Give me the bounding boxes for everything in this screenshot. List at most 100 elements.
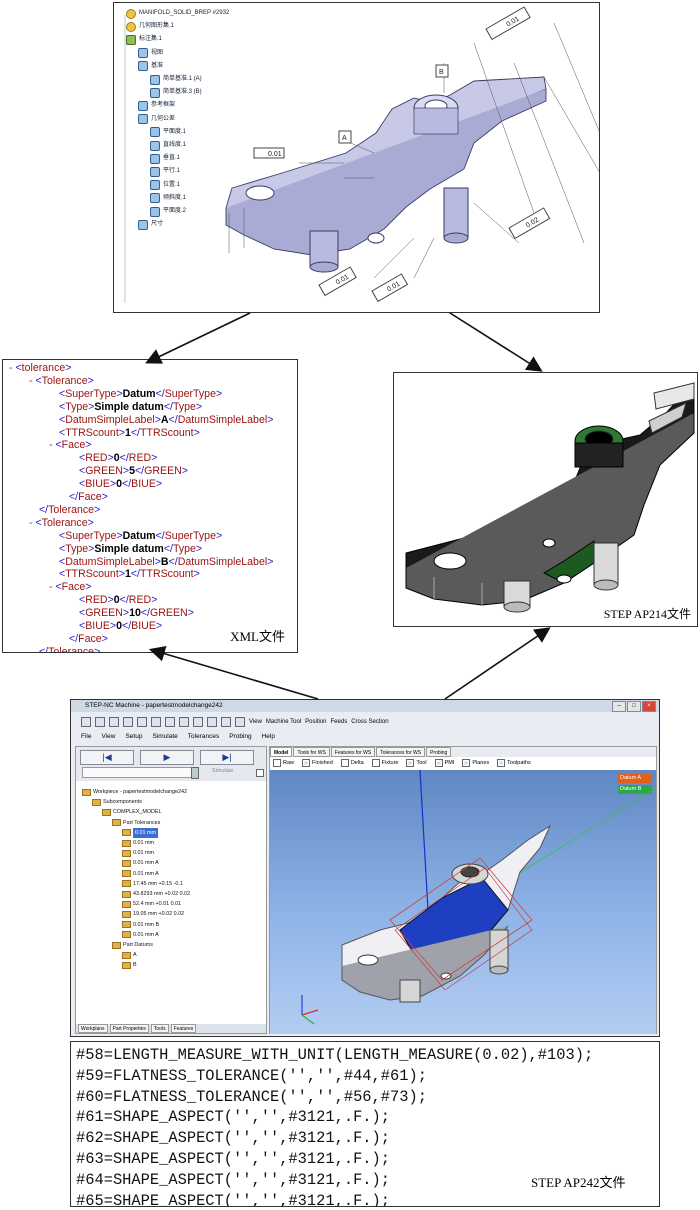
play-button[interactable]: ▶: [140, 750, 194, 765]
simulation-slider[interactable]: [82, 767, 199, 779]
workpiece-tree-item[interactable]: 0.01 mm A: [82, 858, 190, 868]
workpiece-tree-item[interactable]: B: [82, 960, 190, 970]
toolbar-icon[interactable]: [165, 717, 175, 727]
tree-item[interactable]: 平面度.1: [118, 126, 229, 139]
workpiece-tree-item[interactable]: Subcomponents: [82, 797, 190, 807]
tree-item[interactable]: MANIFOLD_SOLID_BREP #2932: [118, 7, 229, 20]
menu-item[interactable]: Tolerances: [187, 733, 220, 740]
checkbox[interactable]: [273, 758, 281, 767]
display-option[interactable]: Fixture: [371, 758, 398, 769]
workpiece-tree-item[interactable]: COMPLEX_MODEL: [82, 807, 190, 817]
tree-item[interactable]: 几何公差: [118, 113, 229, 126]
tree-item[interactable]: 基准: [118, 60, 229, 73]
checkbox[interactable]: [462, 758, 471, 767]
display-option[interactable]: Tool: [406, 758, 427, 769]
checkbox[interactable]: [302, 758, 311, 767]
toolbar-icon[interactable]: [137, 717, 147, 727]
axis-triad: [301, 995, 319, 1025]
view-tab[interactable]: Features for WS: [330, 747, 376, 757]
workpiece-tree-item[interactable]: 0.01 mm A: [82, 869, 190, 879]
tree-item[interactable]: 简单基准.1 (A): [118, 73, 229, 86]
tree-item-label: A: [133, 952, 137, 959]
tree-item[interactable]: 位置.1: [118, 179, 229, 192]
toolbar-button[interactable]: Feeds: [330, 719, 348, 725]
left-tab[interactable]: Features: [170, 1024, 197, 1033]
checkbox[interactable]: [434, 758, 443, 767]
maximize-button[interactable]: □: [627, 701, 641, 712]
view-tab[interactable]: Tolerances for WS: [376, 747, 426, 757]
simulate-checkbox[interactable]: [256, 769, 264, 777]
workpiece-tree-item[interactable]: 0.01 mm: [82, 848, 190, 858]
display-option[interactable]: Delta: [340, 758, 364, 769]
option-label: PMI: [444, 760, 455, 766]
tree-item[interactable]: 几何图形集.1: [118, 20, 229, 33]
left-tab[interactable]: Tools: [150, 1024, 169, 1033]
display-option[interactable]: Raw: [273, 758, 294, 769]
workpiece-tree-item[interactable]: Part Tolerances: [82, 818, 190, 828]
display-option[interactable]: Planes: [462, 758, 489, 769]
workpiece-tree-item[interactable]: 19.05 mm +0.02 0.02: [82, 909, 190, 919]
xml-value: 1: [124, 426, 131, 439]
step-forward-button[interactable]: ▶|: [200, 750, 254, 765]
workpiece-tree-item[interactable]: 0.01 mm A: [82, 930, 190, 940]
menu-item[interactable]: Probing: [229, 733, 252, 740]
workpiece-tree-item[interactable]: A: [82, 950, 190, 960]
code-line: #60=FLATNESS_TOLERANCE('','',#56,#73);: [76, 1087, 427, 1106]
left-tab[interactable]: Part Properties: [109, 1024, 149, 1033]
view-tab[interactable]: Probing: [426, 747, 452, 757]
checkbox[interactable]: [406, 758, 415, 767]
display-option[interactable]: Finished: [302, 758, 333, 769]
toolbar-icon[interactable]: [151, 717, 161, 727]
toolbar-icon[interactable]: [123, 717, 133, 727]
tree-item[interactable]: 垂直.1: [118, 152, 229, 165]
tree-item[interactable]: 简单基准.3 (B): [118, 86, 229, 99]
tree-item[interactable]: 标注集.1: [118, 33, 229, 46]
toolbar-icon[interactable]: [81, 717, 91, 727]
workpiece-tree-item[interactable]: 0.01 mm B: [82, 920, 190, 930]
view-tab[interactable]: Tools for WS: [293, 747, 330, 757]
toolbar-icon[interactable]: [179, 717, 189, 727]
tree-item[interactable]: 平面度.2: [118, 205, 229, 218]
view-tab[interactable]: Model: [270, 747, 293, 757]
workpiece-tree-item[interactable]: 43.8293 mm +0.02 0.02: [82, 889, 190, 899]
toolbar-icon[interactable]: [207, 717, 217, 727]
ap242-caption: STEP AP242文件: [531, 1175, 626, 1190]
tree-item[interactable]: 尺寸: [118, 218, 229, 231]
toolbar-button[interactable]: Position: [305, 719, 327, 725]
tree-item[interactable]: 平行.1: [118, 165, 229, 178]
tree-item[interactable]: 倾斜度.1: [118, 192, 229, 205]
menu-item[interactable]: View: [101, 733, 116, 740]
toolbar-button[interactable]: Machine Tool: [265, 719, 302, 725]
toolbar-icon[interactable]: [235, 717, 245, 727]
slider-knob[interactable]: [191, 767, 199, 779]
workpiece-tree-item[interactable]: 52.4 mm +0.01 0.01: [82, 899, 190, 909]
workpiece-tree-item[interactable]: Part Datums: [82, 940, 190, 950]
checkbox[interactable]: [497, 758, 506, 767]
menu-item[interactable]: File: [81, 733, 92, 740]
left-tab[interactable]: Workplans: [78, 1024, 108, 1033]
step-back-button[interactable]: |◀: [80, 750, 134, 765]
toolbar-icon[interactable]: [221, 717, 231, 727]
checkbox[interactable]: [340, 758, 349, 767]
tree-item[interactable]: 直线度.1: [118, 139, 229, 152]
toolbar-button[interactable]: Cross Section: [351, 719, 389, 725]
close-button[interactable]: ×: [642, 701, 656, 712]
display-option[interactable]: Toolpaths: [497, 758, 531, 769]
checkbox[interactable]: [371, 758, 380, 767]
toolbar-icon[interactable]: [109, 717, 119, 727]
tree-item[interactable]: 参考框架: [118, 99, 229, 112]
menu-item[interactable]: Simulate: [152, 733, 178, 740]
display-option[interactable]: PMI: [434, 758, 455, 769]
minimize-button[interactable]: –: [612, 701, 626, 712]
workpiece-tree-item[interactable]: 17.45 mm +0.15 -0.1: [82, 879, 190, 889]
menu-item[interactable]: Help: [261, 733, 275, 740]
toolbar-icon[interactable]: [95, 717, 105, 727]
toolbar-button[interactable]: View: [249, 719, 262, 725]
tree-item[interactable]: 视图: [118, 47, 229, 60]
toolbar-icon[interactable]: [193, 717, 203, 727]
workpiece-tree-item[interactable]: 0.01 mm: [82, 838, 190, 848]
menu-item[interactable]: Setup: [125, 733, 143, 740]
workpiece-tree-item[interactable]: 0.01 mm: [82, 827, 190, 839]
workpiece-tree-item[interactable]: Workpiece - papertestmodelchange242: [82, 787, 190, 797]
